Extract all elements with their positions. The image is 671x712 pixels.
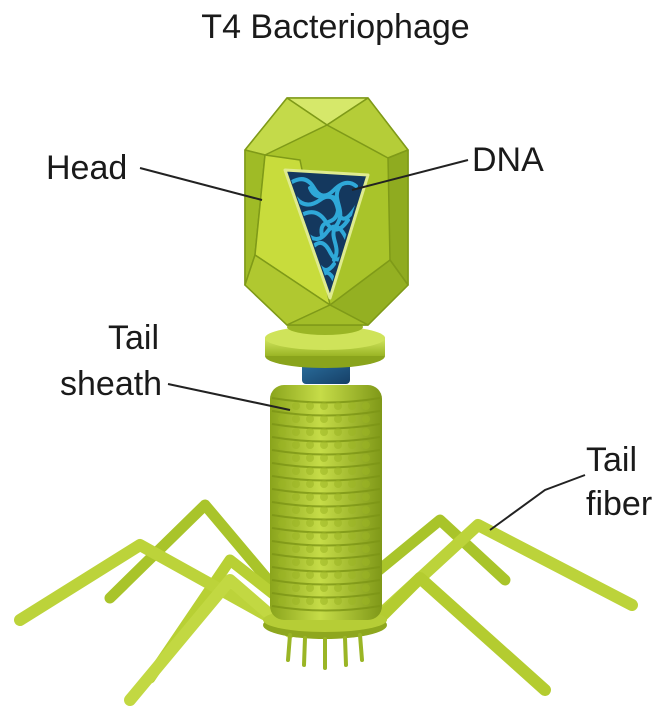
tail-sheath-label-line1: Tail	[108, 318, 159, 358]
tail-fiber-leader-line	[490, 475, 585, 530]
head-label: Head	[46, 148, 127, 188]
tail-fiber-label-line1: Tail	[586, 440, 637, 480]
tail-fiber-label-line2: fiber	[586, 484, 652, 524]
dna-label: DNA	[472, 140, 544, 180]
tail-sheath-label-line2: sheath	[60, 364, 162, 404]
tail-sheath	[270, 385, 382, 620]
collar	[265, 319, 385, 368]
head-leader-line	[140, 168, 262, 200]
